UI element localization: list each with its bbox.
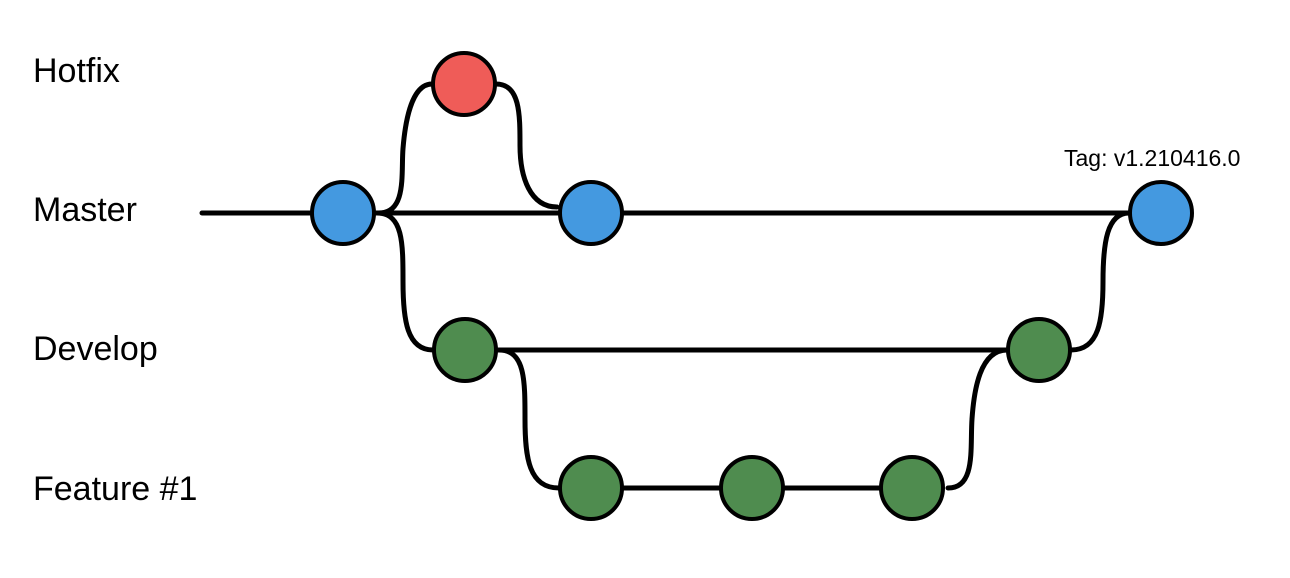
commit-layer: [310, 51, 1194, 521]
commit-master-m3: [1128, 180, 1194, 246]
tag-label: Tag: v1.210416.0: [1064, 145, 1240, 171]
edge-m1-d1: [374, 210, 436, 353]
edge-m1-h1: [376, 81, 435, 216]
commit-feature-f3: [879, 455, 945, 521]
edge-h1-m2: [493, 81, 560, 210]
commit-master-m2: [558, 180, 624, 246]
commit-feature-f2: [719, 455, 785, 521]
commit-develop-d1: [432, 317, 498, 383]
edge-f3-d2: [945, 347, 1010, 491]
commit-develop-d2: [1006, 317, 1072, 383]
commit-feature-f1: [558, 455, 624, 521]
edge-d2-m3: [1068, 210, 1132, 353]
branch-label-master: Master: [33, 191, 137, 229]
branch-label-hotfix: Hotfix: [33, 52, 120, 90]
edge-d1-f1: [496, 347, 562, 491]
branch-label-develop: Develop: [33, 330, 158, 368]
commit-hotfix-h1: [431, 51, 497, 117]
commit-master-m1: [310, 180, 376, 246]
edge-layer: [199, 81, 1164, 491]
branch-label-feature: Feature #1: [33, 470, 197, 508]
